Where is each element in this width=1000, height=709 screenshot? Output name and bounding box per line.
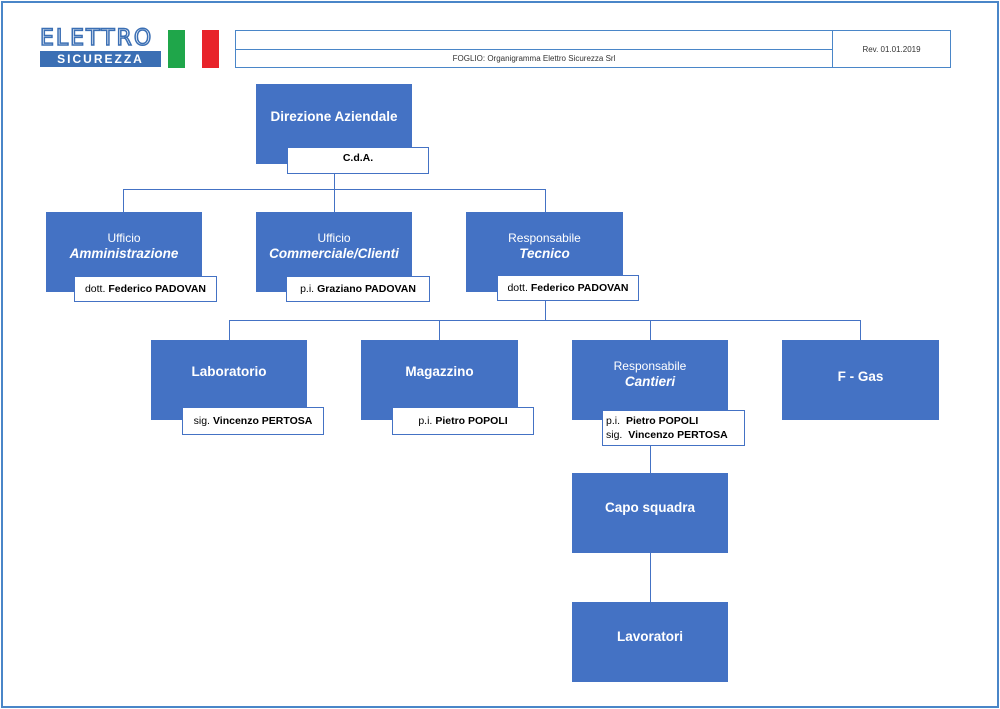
connector <box>334 189 335 213</box>
cantieri-person-2: sig. Vincenzo PERTOSA <box>606 428 728 442</box>
laboratorio-title: Laboratorio <box>191 363 267 379</box>
commerciale-line1: Ufficio <box>317 230 351 245</box>
amministrazione-prefix: dott. <box>84 283 106 295</box>
connector <box>229 320 230 341</box>
cantieri-person-1: p.i. Pietro POPOLI <box>606 414 698 428</box>
magazzino-name: Pietro POPOLI <box>435 415 508 427</box>
header-top-cell <box>235 30 833 50</box>
tag-amministrazione: dott. Federico PADOVAN <box>74 276 217 302</box>
magazzino-title: Magazzino <box>405 363 474 379</box>
cantieri-line2: Cantieri <box>624 373 676 389</box>
flag-green <box>168 30 185 68</box>
commerciale-line2: Commerciale/Clienti <box>269 245 399 261</box>
tecnico-line1: Responsabile <box>508 230 581 245</box>
box-capo-squadra: Capo squadra <box>572 473 728 553</box>
box-responsabile-cantieri: Responsabile Cantieri <box>572 340 728 420</box>
cantieri-line1: Responsabile <box>613 358 687 373</box>
fgas-title: F - Gas <box>837 368 884 384</box>
revision-label: Rev. 01.01.2019 <box>862 44 921 54</box>
connector <box>650 552 651 602</box>
cantieri-name-1: Pietro POPOLI <box>625 415 699 427</box>
connector <box>123 189 124 213</box>
connector <box>334 174 335 190</box>
logo-text-top: ELETTRO <box>39 26 154 51</box>
tecnico-name: Federico PADOVAN <box>530 282 629 294</box>
tecnico-prefix: dott. <box>507 282 528 294</box>
cantieri-prefix-2: sig. <box>606 429 623 441</box>
cantieri-prefix-1: p.i. <box>606 415 621 427</box>
connector <box>439 320 440 341</box>
laboratorio-prefix: sig. <box>193 415 210 427</box>
box-magazzino: Magazzino <box>361 340 518 420</box>
header-revision-cell: Rev. 01.01.2019 <box>832 30 951 68</box>
tag-magazzino: p.i. Pietro POPOLI <box>392 407 534 435</box>
connector <box>545 189 546 213</box>
header-sheet-cell: FOGLIO: Organigramma Elettro Sicurezza S… <box>235 49 833 68</box>
direzione-title: Direzione Aziendale <box>270 108 398 124</box>
logo-text-bottom: SICUREZZA SRL <box>40 51 161 82</box>
connector <box>650 445 651 474</box>
connector <box>229 320 861 321</box>
amministrazione-name: Federico PADOVAN <box>108 283 207 295</box>
connector <box>650 320 651 341</box>
tag-cantieri: p.i. Pietro POPOLI sig. Vincenzo PERTOSA <box>602 410 745 446</box>
tag-commerciale: p.i. Graziano PADOVAN <box>286 276 430 302</box>
connector <box>860 320 861 341</box>
tag-tecnico: dott. Federico PADOVAN <box>497 275 639 301</box>
connector <box>545 300 546 321</box>
amministrazione-line2: Amministrazione <box>69 245 179 261</box>
company-logo: ELETTRO SICUREZZA SRL <box>39 26 162 82</box>
sheet-title: FOGLIO: Organigramma Elettro Sicurezza S… <box>452 54 616 63</box>
amministrazione-line1: Ufficio <box>107 230 141 245</box>
tag-cda: C.d.A. <box>287 147 429 174</box>
flag-white <box>185 30 202 68</box>
tecnico-line2: Tecnico <box>519 245 570 261</box>
box-f-gas: F - Gas <box>782 340 939 420</box>
cantieri-name-2: Vincenzo PERTOSA <box>628 429 728 441</box>
laboratorio-name: Vincenzo PERTOSA <box>212 415 313 427</box>
tag-laboratorio: sig. Vincenzo PERTOSA <box>182 407 324 435</box>
box-lavoratori: Lavoratori <box>572 602 728 682</box>
cda-label: C.d.A. <box>342 152 374 164</box>
commerciale-name: Graziano PADOVAN <box>317 283 416 295</box>
italian-flag <box>168 30 219 68</box>
commerciale-prefix: p.i. <box>300 283 315 295</box>
magazzino-prefix: p.i. <box>418 415 433 427</box>
flag-red <box>202 30 219 68</box>
box-laboratorio: Laboratorio <box>151 340 307 420</box>
lavoratori-title: Lavoratori <box>616 628 684 644</box>
capo-squadra-title: Capo squadra <box>604 499 696 515</box>
